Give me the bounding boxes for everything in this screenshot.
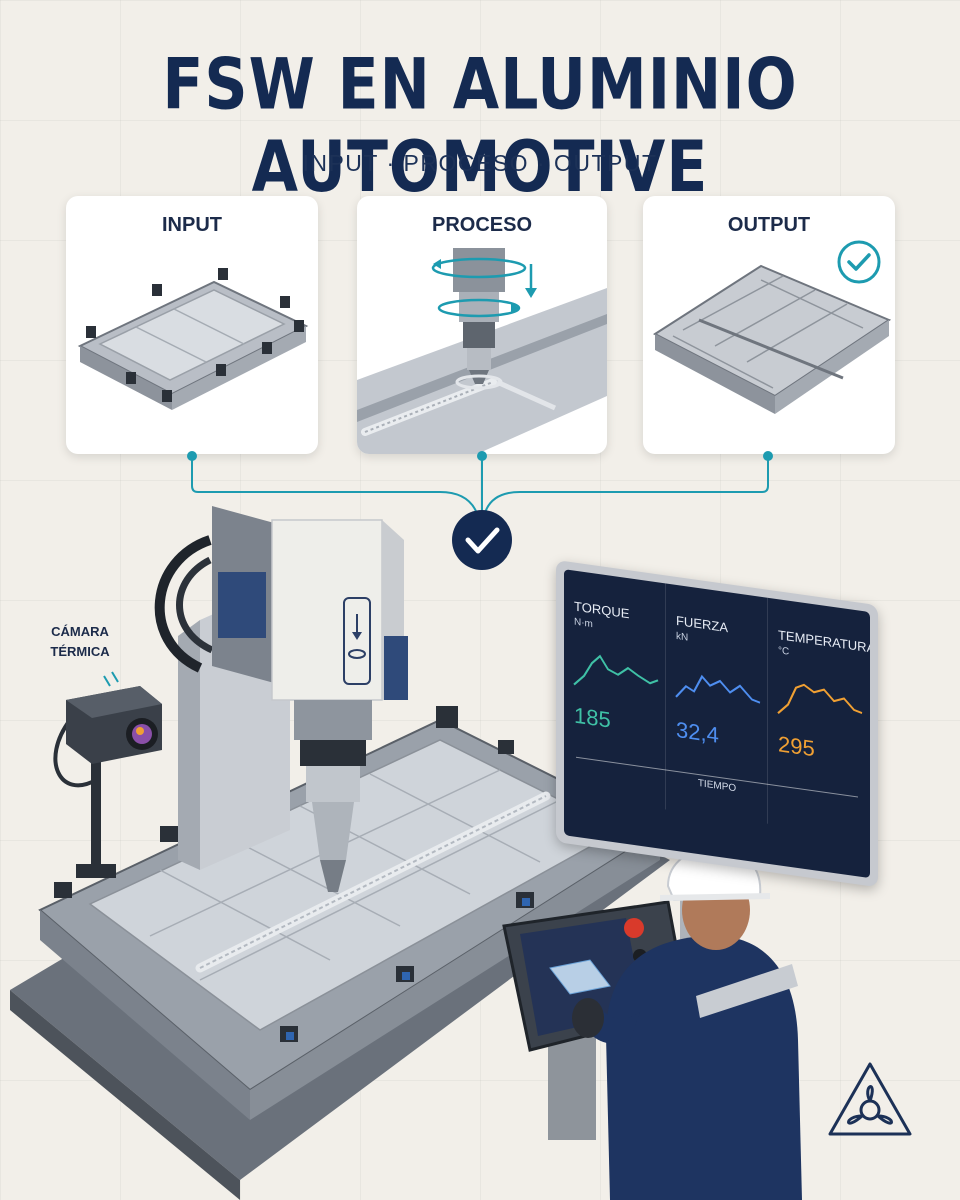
input-card: INPUT bbox=[66, 196, 318, 454]
check-icon bbox=[452, 510, 512, 570]
torque-line bbox=[573, 654, 659, 686]
welding-tool-illustration bbox=[357, 248, 607, 454]
input-card-label: INPUT bbox=[162, 214, 222, 236]
thermal-camera-label-line1: CÁMARA bbox=[51, 624, 109, 639]
thermal-camera-label-line2: TÉRMICA bbox=[50, 644, 110, 659]
force-unit: kN bbox=[675, 630, 689, 644]
output-card-label: OUTPUT bbox=[727, 214, 811, 236]
telemetry-screen: TORQUE N·m 185 FUERZA kN 32,4 TEMPERATUR… bbox=[564, 569, 870, 879]
brand-logo-icon bbox=[828, 1062, 912, 1136]
temperature-sparkline bbox=[777, 683, 863, 715]
torque-sparkline bbox=[573, 654, 659, 686]
rotation-arrow-icon bbox=[431, 257, 527, 318]
process-card-label: PROCESO bbox=[431, 214, 533, 236]
force-line bbox=[675, 674, 761, 704]
page-title: FSW EN ALUMINIO AUTOMOTIVE bbox=[162, 43, 798, 209]
process-card: PROCESO bbox=[357, 196, 607, 454]
finished-part-illustration bbox=[653, 240, 892, 414]
flow-connectors bbox=[187, 451, 773, 570]
torque-panel: TORQUE N·m 185 bbox=[564, 569, 666, 810]
torque-unit: N·m bbox=[574, 616, 593, 631]
temperature-line bbox=[777, 683, 863, 715]
temperature-panel: TEMPERATURA °C 295 bbox=[768, 598, 870, 838]
check-icon bbox=[837, 240, 881, 284]
aluminium-plates-illustration bbox=[77, 268, 309, 410]
temperature-title: TEMPERATURA bbox=[777, 627, 870, 656]
telemetry-monitor: TORQUE N·m 185 FUERZA kN 32,4 TEMPERATUR… bbox=[556, 560, 878, 888]
force-panel: FUERZA kN 32,4 bbox=[665, 583, 768, 824]
force-value: 32,4 bbox=[675, 716, 719, 748]
temperature-unit: °C bbox=[777, 645, 790, 658]
page-subtitle: INPUT · PROCESO · OUTPUT bbox=[302, 150, 658, 176]
thermal-camera-label: CÁMARA TÉRMICA bbox=[40, 622, 120, 662]
force-sparkline bbox=[675, 674, 761, 704]
temperature-value: 295 bbox=[777, 731, 815, 762]
torque-value: 185 bbox=[574, 702, 611, 733]
output-card: OUTPUT bbox=[643, 196, 895, 454]
